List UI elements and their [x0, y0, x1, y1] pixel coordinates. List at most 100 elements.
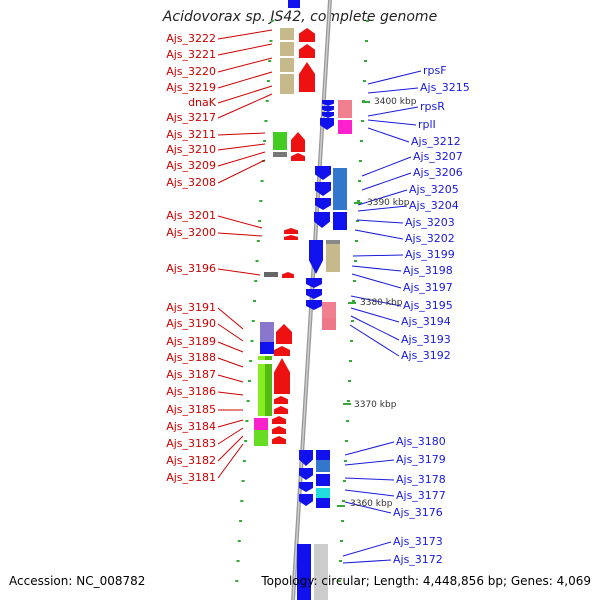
gene-arrow-forward: [272, 436, 286, 444]
tick-right: [358, 180, 361, 182]
gene-label-left[interactable]: Ajs_3191: [166, 301, 216, 314]
gene-label-left[interactable]: Ajs_3182: [166, 454, 216, 467]
gene-arrow-forward: [284, 228, 298, 234]
gene-label-left[interactable]: Ajs_3210: [166, 143, 216, 156]
tick-left: [266, 80, 270, 82]
gene-label-right[interactable]: Ajs_3206: [413, 166, 463, 179]
gene-label-left[interactable]: Ajs_3219: [166, 81, 216, 94]
gene-label-right[interactable]: Ajs_3198: [403, 264, 453, 277]
gene-arrow-forward: [272, 426, 286, 434]
gene-label-right[interactable]: Ajs_3197: [403, 281, 453, 294]
tick-right: [345, 440, 348, 442]
gene-label-left[interactable]: Ajs_3196: [166, 262, 216, 275]
leader-line-right: [344, 489, 395, 497]
gene-label-right[interactable]: Ajs_3173: [393, 535, 443, 548]
gene-label-left[interactable]: Ajs_3222: [166, 32, 216, 45]
gene-label-right[interactable]: rpsR: [420, 100, 445, 113]
leader-line-left: [217, 71, 273, 89]
tick-left: [242, 460, 246, 462]
gene-label-right[interactable]: Ajs_3192: [401, 349, 451, 362]
leader-line-left: [217, 419, 244, 428]
gene-label-right[interactable]: Ajs_3204: [409, 199, 459, 212]
tick-right: [346, 420, 349, 422]
gene-label-left[interactable]: Ajs_3217: [166, 111, 216, 124]
gene-label-left[interactable]: Ajs_3200: [166, 226, 216, 239]
tick-right: [349, 360, 352, 362]
gene-label-right[interactable]: Ajs_3176: [393, 506, 443, 519]
gene-label-right[interactable]: rpsF: [423, 64, 447, 77]
gene-arrow-reverse: [320, 118, 334, 130]
gene-label-left[interactable]: Ajs_3187: [166, 368, 216, 381]
gene-label-left[interactable]: Ajs_3190: [166, 317, 216, 330]
tick-right: [361, 120, 364, 122]
gene-label-right[interactable]: Ajs_3199: [405, 248, 455, 261]
tick-left: [247, 380, 251, 382]
gene-label-right[interactable]: Ajs_3207: [413, 150, 463, 163]
leader-line-right: [367, 87, 419, 94]
tick-left: [258, 220, 262, 222]
gene-label-right[interactable]: Ajs_3215: [420, 81, 470, 94]
gene-label-left[interactable]: Ajs_3208: [166, 176, 216, 189]
gene-label-left[interactable]: Ajs_3181: [166, 471, 216, 484]
gene-label-left[interactable]: Ajs_3183: [166, 437, 216, 450]
gene-label-right[interactable]: Ajs_3194: [401, 315, 451, 328]
gene-label-left[interactable]: Ajs_3211: [166, 128, 216, 141]
tick-right: [365, 40, 368, 42]
tick-right: [356, 220, 359, 222]
leader-line-right: [354, 229, 404, 240]
gene-label-right[interactable]: Ajs_3180: [396, 435, 446, 448]
leader-line-left: [217, 443, 244, 479]
gene-label-right[interactable]: Ajs_3205: [409, 183, 459, 196]
gene-label-right[interactable]: Ajs_3195: [403, 299, 453, 312]
gene-arrow-forward: [291, 153, 305, 161]
gene-label-right[interactable]: rplI: [418, 118, 436, 131]
gene-label-left[interactable]: Ajs_3221: [166, 48, 216, 61]
leader-line-right: [351, 265, 402, 272]
tick-left: [268, 60, 272, 62]
leader-line-left: [217, 43, 273, 56]
tick-right: [355, 240, 358, 242]
gene-label-right[interactable]: Ajs_3202: [405, 232, 455, 245]
leader-line-right: [344, 477, 395, 481]
gene-block: [316, 498, 330, 508]
major-tick: [337, 505, 345, 507]
leader-line-right: [361, 172, 412, 191]
leader-line-left: [217, 143, 266, 151]
gene-arrow-forward: [284, 235, 298, 240]
gene-block: [316, 488, 330, 498]
gene-arrow-forward: [276, 324, 292, 344]
gene-label-left[interactable]: Ajs_3189: [166, 335, 216, 348]
gene-label-left[interactable]: Ajs_3201: [166, 209, 216, 222]
gene-arrow-forward: [282, 272, 294, 278]
tick-left: [270, 20, 274, 22]
major-tick: [343, 403, 351, 405]
tick-left: [249, 360, 253, 362]
gene-label-left[interactable]: Ajs_3209: [166, 159, 216, 172]
gene-label-left[interactable]: Ajs_3185: [166, 403, 216, 416]
gene-label-left[interactable]: Ajs_3184: [166, 420, 216, 433]
gene-label-left[interactable]: dnaK: [188, 96, 216, 109]
gene-label-right[interactable]: Ajs_3212: [411, 135, 461, 148]
tick-left: [251, 320, 255, 322]
gene-arrow-forward: [299, 44, 315, 58]
gene-label-right[interactable]: Ajs_3178: [396, 473, 446, 486]
leader-line-right: [349, 324, 400, 357]
kbp-label-3360: 3360 kbp: [350, 499, 393, 509]
gene-label-right[interactable]: Ajs_3193: [401, 333, 451, 346]
gene-divider: [280, 56, 294, 58]
tick-right: [351, 320, 354, 322]
tick-left: [265, 100, 269, 102]
leader-line-left: [217, 435, 244, 462]
gene-label-right[interactable]: Ajs_3177: [396, 489, 446, 502]
gene-label-left[interactable]: Ajs_3188: [166, 351, 216, 364]
gene-arrow-reverse: [314, 212, 330, 228]
gene-label-right[interactable]: Ajs_3203: [405, 216, 455, 229]
gene-label-right[interactable]: Ajs_3179: [396, 453, 446, 466]
scale-ticks: [235, 20, 370, 582]
gene-label-right[interactable]: Ajs_3172: [393, 553, 443, 566]
leader-line-left: [217, 268, 261, 276]
tick-left: [263, 140, 267, 142]
gene-arrow-forward: [274, 346, 290, 356]
gene-label-left[interactable]: Ajs_3186: [166, 385, 216, 398]
gene-label-left[interactable]: Ajs_3220: [166, 65, 216, 78]
